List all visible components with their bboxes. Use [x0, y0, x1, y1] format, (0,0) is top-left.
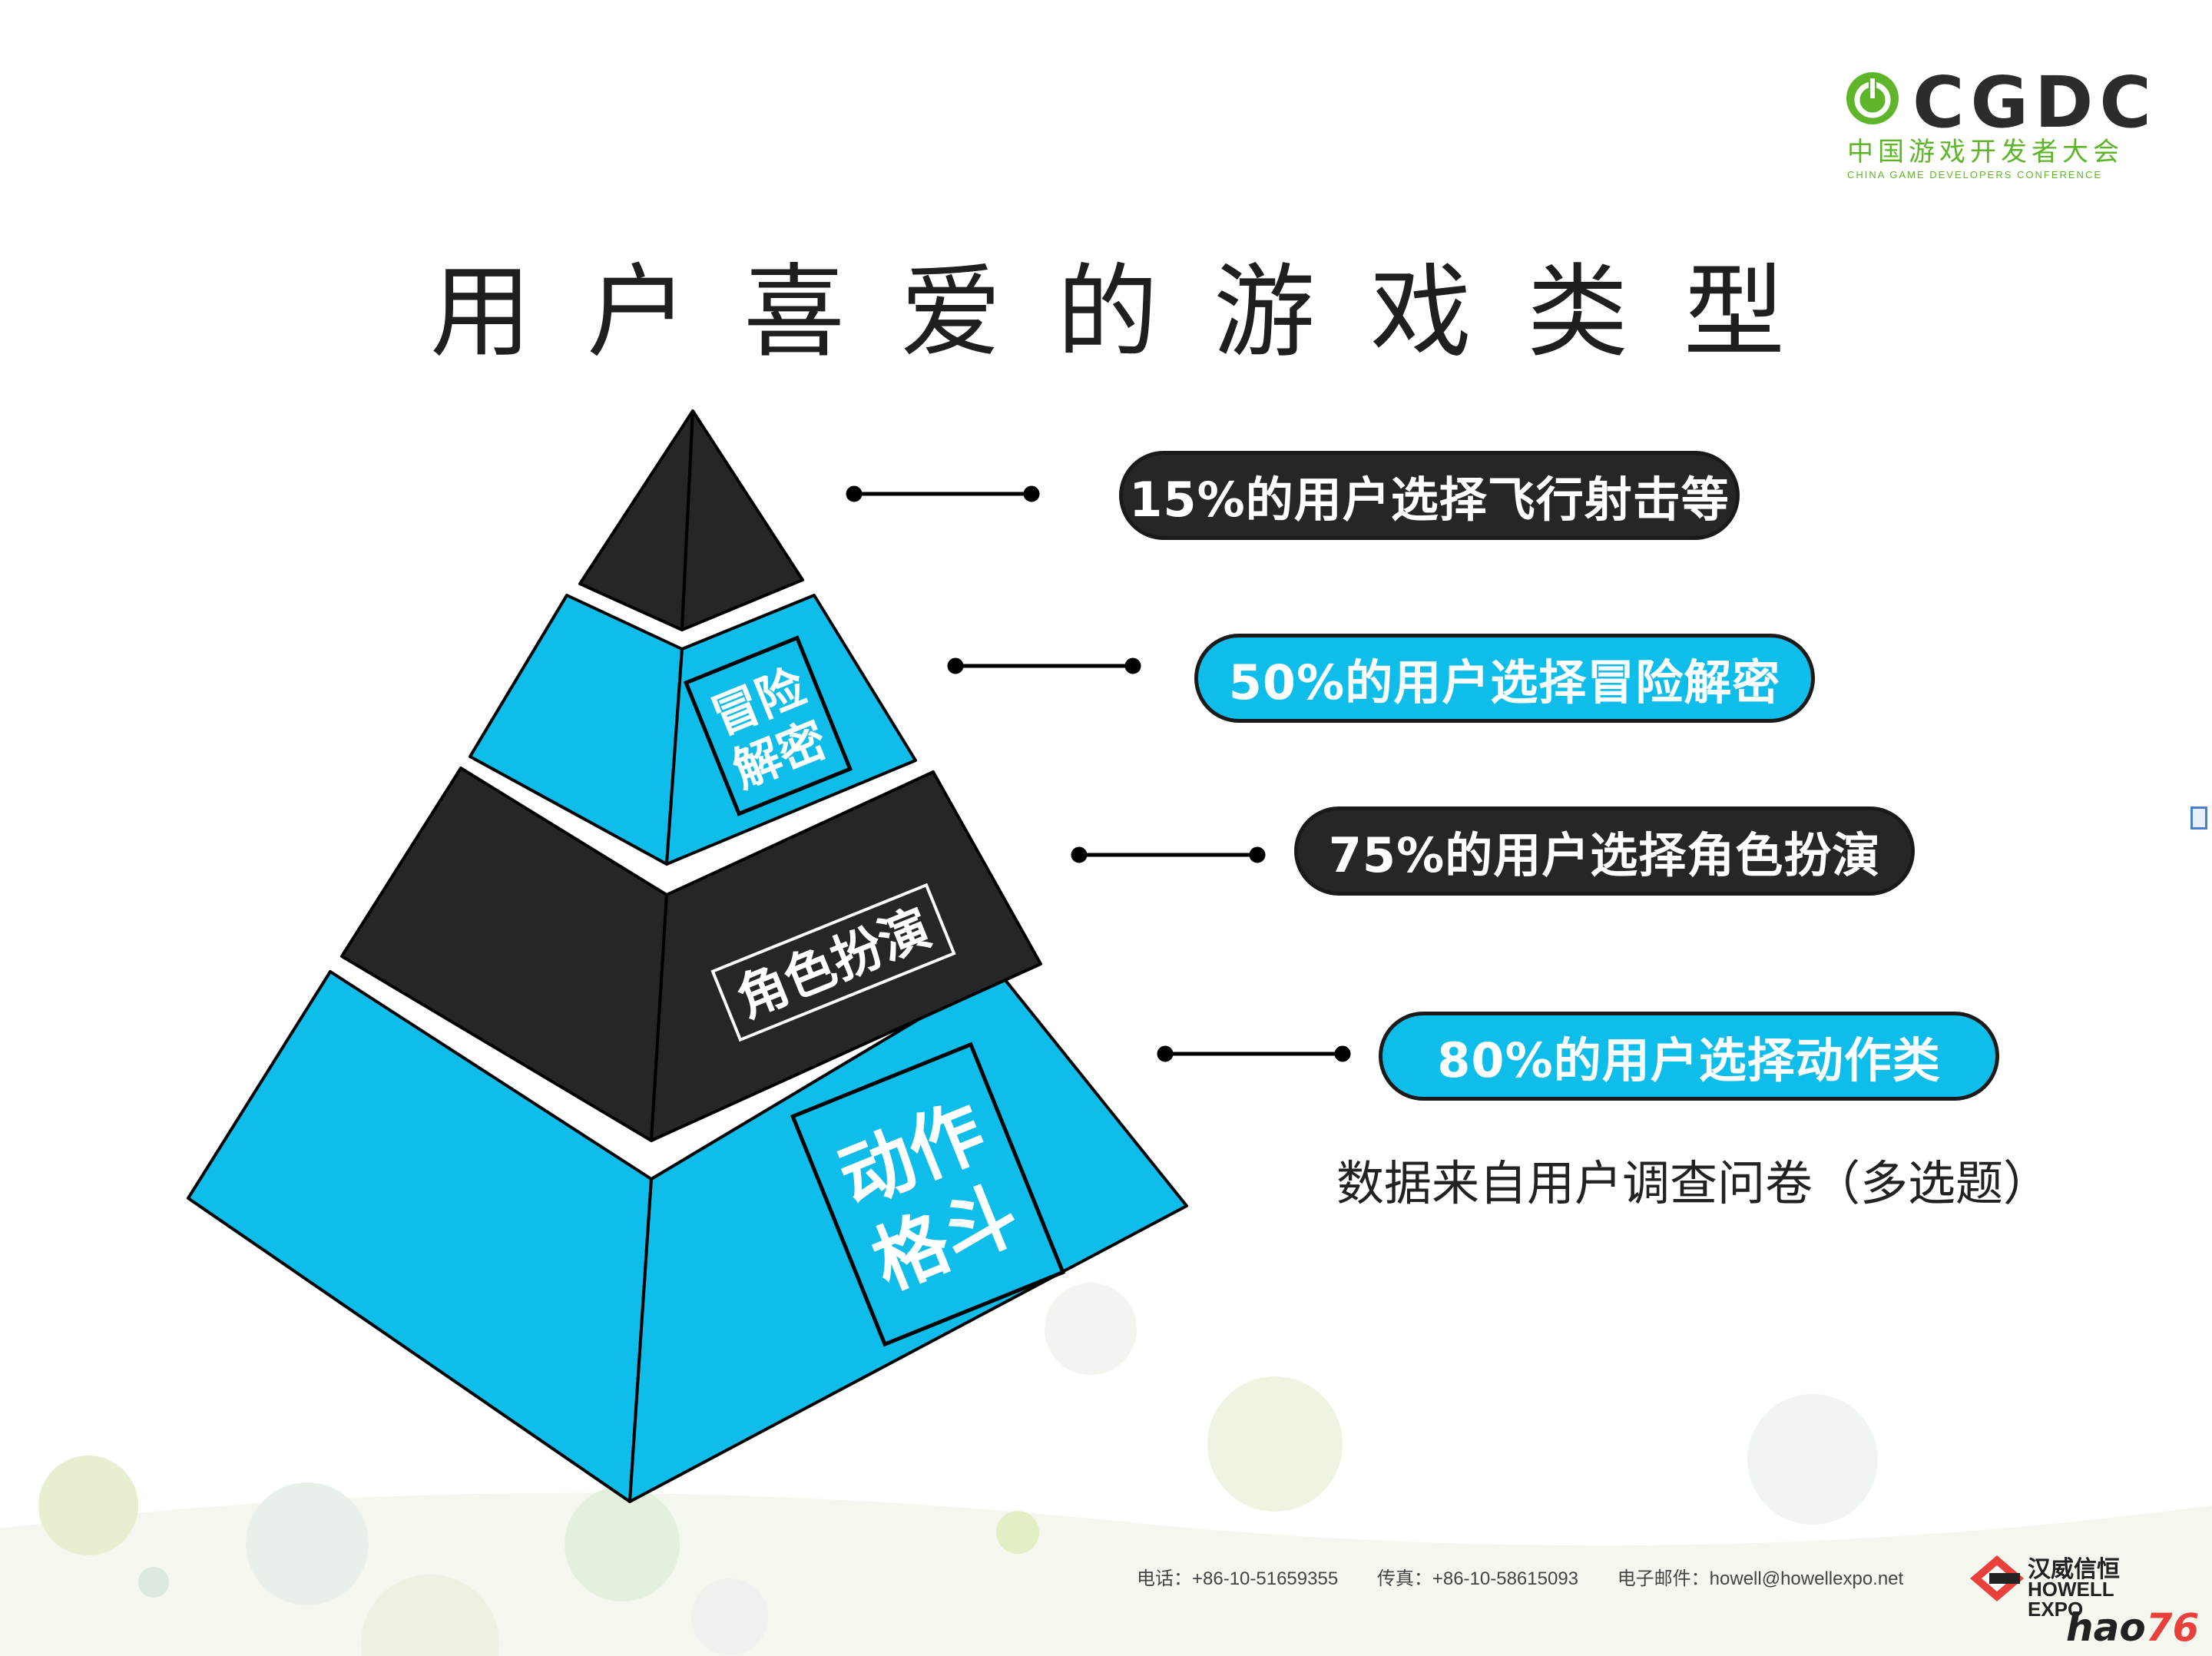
- connector-dot: [1249, 846, 1266, 863]
- page-title: 用户喜爱的游戏类型: [430, 253, 1840, 372]
- logo-wordmark: CGDC: [1912, 61, 2157, 144]
- decor-circle: [361, 1575, 499, 1656]
- decor-circle: [38, 1456, 138, 1555]
- tier-roleplay-right-face: [650, 770, 1042, 1142]
- connector-dot: [947, 657, 964, 674]
- decor-circle: [565, 1486, 680, 1601]
- logo-subtitle-cn: 中国游戏开发者大会: [1847, 137, 2124, 167]
- connector-dot: [1124, 657, 1141, 674]
- callout-shooting: 15%的用户选择飞行射击等: [1119, 451, 1740, 540]
- connector-dot: [1023, 485, 1040, 502]
- tier-adventure-right-face: [665, 594, 917, 866]
- background-wave: [0, 1492, 2212, 1656]
- watermark-text: hao: [2066, 1605, 2146, 1650]
- cgdc-power-icon: [1846, 72, 1899, 124]
- tier-action-right-face: [628, 970, 1188, 1503]
- decor-circle: [1747, 1394, 1878, 1525]
- sponsor-name-en: HOWELL EXPO: [2028, 1578, 2114, 1621]
- roleplay-label-frame: [710, 883, 956, 1042]
- footer-fax: 传真：+86-10-58615093: [1376, 1568, 1579, 1589]
- survey-note: 数据来自用户调查问卷（多选题）: [1336, 1155, 2051, 1211]
- connector-dot: [1157, 1045, 1174, 1062]
- decor-circle: [691, 1578, 768, 1655]
- action-label-frame: [790, 1042, 1066, 1347]
- tier-top-left-face: [578, 409, 694, 631]
- footer-email: 电子邮件：howell@howellexpo.net: [1617, 1568, 1904, 1589]
- scroll-handle[interactable]: [2190, 806, 2207, 830]
- sponsor-name-cn: 汉威信恒: [2028, 1556, 2120, 1583]
- watermark-number: 76: [2145, 1605, 2200, 1650]
- decor-circle: [996, 1511, 1039, 1554]
- tier-top-right-face: [680, 409, 804, 631]
- decor-circle: [138, 1567, 169, 1598]
- callout-action: 80%的用户选择动作类: [1379, 1012, 1999, 1101]
- connector-dot: [1334, 1045, 1351, 1062]
- connector-dot: [846, 485, 863, 502]
- site-watermark: hao76: [2066, 1605, 2199, 1650]
- decor-circle: [1207, 1376, 1343, 1512]
- callout-adventure: 50%的用户选择冒险解密: [1194, 634, 1815, 723]
- contact-footer: 电话：+86-10-51659355 传真：+86-10-58615093 电子…: [1137, 1563, 1903, 1590]
- decor-circle: [1045, 1283, 1137, 1375]
- connector-dot: [1071, 846, 1088, 863]
- footer-phone: 电话：+86-10-51659355: [1137, 1568, 1339, 1589]
- howell-logo-icon: [1970, 1555, 2024, 1601]
- decor-circle: [246, 1482, 369, 1605]
- logo-subtitle-en: CHINA GAME DEVELOPERS CONFERENCE: [1847, 169, 2102, 181]
- callout-roleplay: 75%的用户选择角色扮演: [1294, 806, 1915, 896]
- adventure-label-frame: [683, 635, 853, 816]
